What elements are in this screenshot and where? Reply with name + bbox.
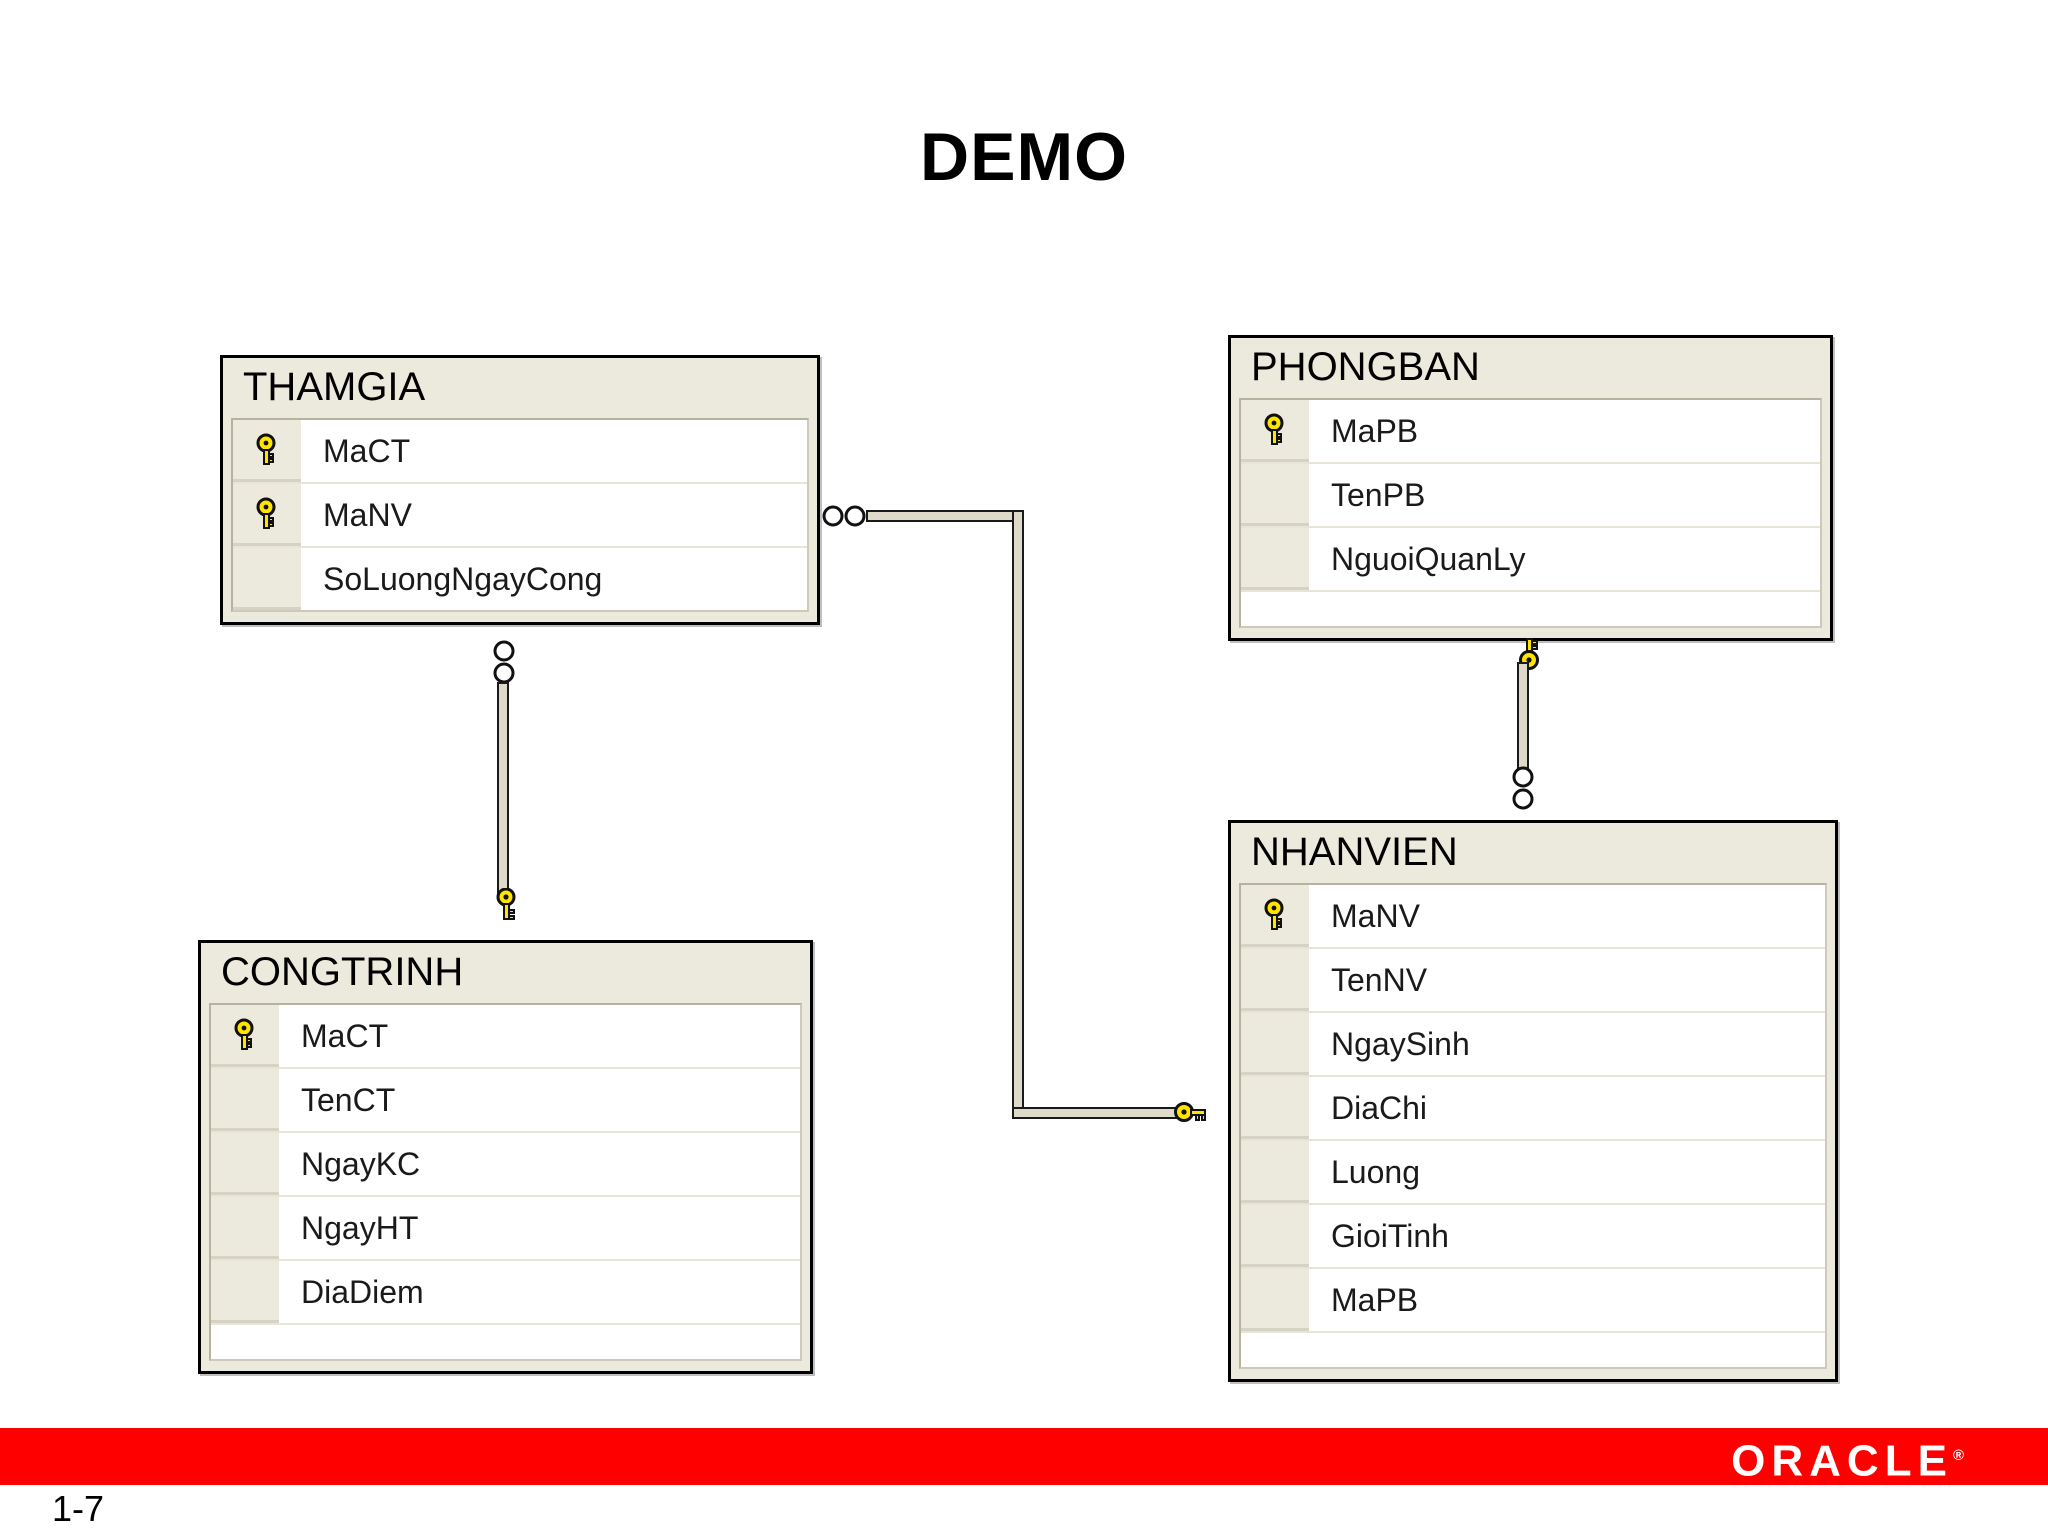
- attribute-gutter: [1241, 1013, 1309, 1075]
- page-title: DEMO: [920, 119, 1128, 195]
- key-cardinality-icon: [1514, 637, 1544, 671]
- relationship-line: [497, 682, 509, 897]
- attribute-name: TenNV: [1331, 961, 1428, 998]
- attribute-gutter: [1241, 1077, 1309, 1139]
- registered-mark: ®: [1952, 1447, 1964, 1464]
- attribute-row[interactable]: TenPB: [1241, 464, 1820, 528]
- attribute-row[interactable]: TenCT: [211, 1069, 800, 1133]
- relationship-line: [1012, 1107, 1182, 1119]
- attribute-gutter: [1241, 464, 1309, 526]
- attribute-list: MaCT MaNV SoLuongNgayCong: [231, 418, 809, 612]
- attribute-row[interactable]: DiaDiem: [211, 1261, 800, 1325]
- attribute-name: MaPB: [1331, 412, 1419, 449]
- attribute-name: [1309, 1333, 1825, 1367]
- many-cardinality-icon: [822, 505, 868, 527]
- key-icon: [230, 1018, 260, 1052]
- attribute-row[interactable]: NgayKC: [211, 1133, 800, 1197]
- attribute-row-empty[interactable]: [211, 1325, 800, 1359]
- attribute-name: MaNV: [323, 496, 412, 533]
- many-cardinality-icon: [1512, 766, 1534, 812]
- attribute-row[interactable]: NguoiQuanLy: [1241, 528, 1820, 592]
- attribute-gutter: [211, 1133, 279, 1195]
- primary-key-gutter: [1241, 885, 1309, 947]
- attribute-name: NgayKC: [301, 1145, 421, 1182]
- key-cardinality-icon: [1174, 1097, 1208, 1127]
- primary-key-gutter: [233, 420, 301, 482]
- attribute-name: NgayHT: [301, 1209, 419, 1246]
- attribute-gutter: [1241, 1269, 1309, 1331]
- attribute-gutter: [211, 1069, 279, 1131]
- attribute-row[interactable]: MaCT: [233, 420, 807, 484]
- attribute-list: MaPB TenPB NguoiQuanLy: [1239, 398, 1822, 628]
- attribute-name: DiaDiem: [301, 1273, 424, 1310]
- page-number: 1-7: [52, 1488, 105, 1529]
- attribute-name: TenPB: [1331, 476, 1426, 513]
- primary-key-gutter: [233, 484, 301, 546]
- attribute-row[interactable]: NgaySinh: [1241, 1013, 1825, 1077]
- attribute-name: MaPB: [1331, 1281, 1419, 1318]
- footer-brand-bar: [0, 1428, 2048, 1485]
- oracle-logo: ORACLE®: [1731, 1434, 1964, 1483]
- attribute-name: MaNV: [1331, 897, 1420, 934]
- key-icon: [252, 433, 282, 467]
- key-cardinality-icon: [491, 887, 521, 922]
- attribute-gutter: [211, 1261, 279, 1323]
- entity-title: THAMGIA: [243, 365, 426, 409]
- attribute-name: [279, 1325, 800, 1359]
- attribute-gutter: [1241, 1141, 1309, 1203]
- attribute-name: MaCT: [323, 432, 411, 469]
- relationship-line: [1517, 662, 1529, 774]
- attribute-name: [1309, 592, 1820, 626]
- attribute-row[interactable]: MaNV: [1241, 885, 1825, 949]
- attribute-gutter: [233, 548, 301, 610]
- many-cardinality-icon: [493, 640, 515, 686]
- attribute-row[interactable]: DiaChi: [1241, 1077, 1825, 1141]
- attribute-gutter: [1241, 592, 1309, 626]
- entity-title: CONGTRINH: [221, 950, 464, 994]
- attribute-row[interactable]: MaPB: [1241, 400, 1820, 464]
- attribute-gutter: [211, 1197, 279, 1259]
- attribute-row[interactable]: NgayHT: [211, 1197, 800, 1261]
- entity-table[interactable]: THAMGIA MaCT MaNV SoLuongNgayCong: [220, 355, 820, 625]
- key-icon: [1260, 413, 1290, 447]
- key-icon: [252, 497, 282, 531]
- key-icon: [1260, 898, 1290, 932]
- attribute-name: NgaySinh: [1331, 1025, 1470, 1062]
- attribute-list: MaCT TenCT NgayKC NgayHT DiaDiem: [209, 1003, 802, 1361]
- attribute-name: TenCT: [301, 1081, 396, 1118]
- attribute-name: SoLuongNgayCong: [323, 560, 603, 597]
- entity-table[interactable]: PHONGBAN MaPB TenPB NguoiQuanLy: [1228, 335, 1833, 641]
- attribute-gutter: [1241, 1205, 1309, 1267]
- attribute-gutter: [1241, 528, 1309, 590]
- attribute-row[interactable]: MaNV: [233, 484, 807, 548]
- attribute-row[interactable]: TenNV: [1241, 949, 1825, 1013]
- attribute-name: DiaChi: [1331, 1089, 1428, 1126]
- attribute-row[interactable]: Luong: [1241, 1141, 1825, 1205]
- attribute-row[interactable]: SoLuongNgayCong: [233, 548, 807, 610]
- primary-key-gutter: [211, 1005, 279, 1067]
- attribute-row-empty[interactable]: [1241, 592, 1820, 626]
- entity-title: PHONGBAN: [1251, 345, 1480, 389]
- oracle-wordmark: ORACLE: [1731, 1436, 1953, 1486]
- attribute-gutter: [1241, 949, 1309, 1011]
- attribute-row[interactable]: MaCT: [211, 1005, 800, 1069]
- attribute-row[interactable]: GioiTinh: [1241, 1205, 1825, 1269]
- attribute-row-empty[interactable]: [1241, 1333, 1825, 1367]
- relationship-line: [866, 510, 1022, 522]
- attribute-gutter: [211, 1325, 279, 1359]
- entity-table[interactable]: CONGTRINH MaCT TenCT NgayKC NgayHT DiaDiem: [198, 940, 813, 1374]
- relationship-line: [1012, 510, 1024, 1118]
- attribute-row[interactable]: MaPB: [1241, 1269, 1825, 1333]
- attribute-name: NguoiQuanLy: [1331, 540, 1526, 577]
- attribute-name: GioiTinh: [1331, 1217, 1449, 1254]
- primary-key-gutter: [1241, 400, 1309, 462]
- er-diagram-canvas: THAMGIA MaCT MaNV SoLuongNgayCong PHONGBAN Ma…: [198, 335, 1838, 1382]
- attribute-name: Luong: [1331, 1153, 1420, 1190]
- attribute-name: MaCT: [301, 1017, 389, 1054]
- entity-title: NHANVIEN: [1251, 830, 1458, 874]
- attribute-gutter: [1241, 1333, 1309, 1367]
